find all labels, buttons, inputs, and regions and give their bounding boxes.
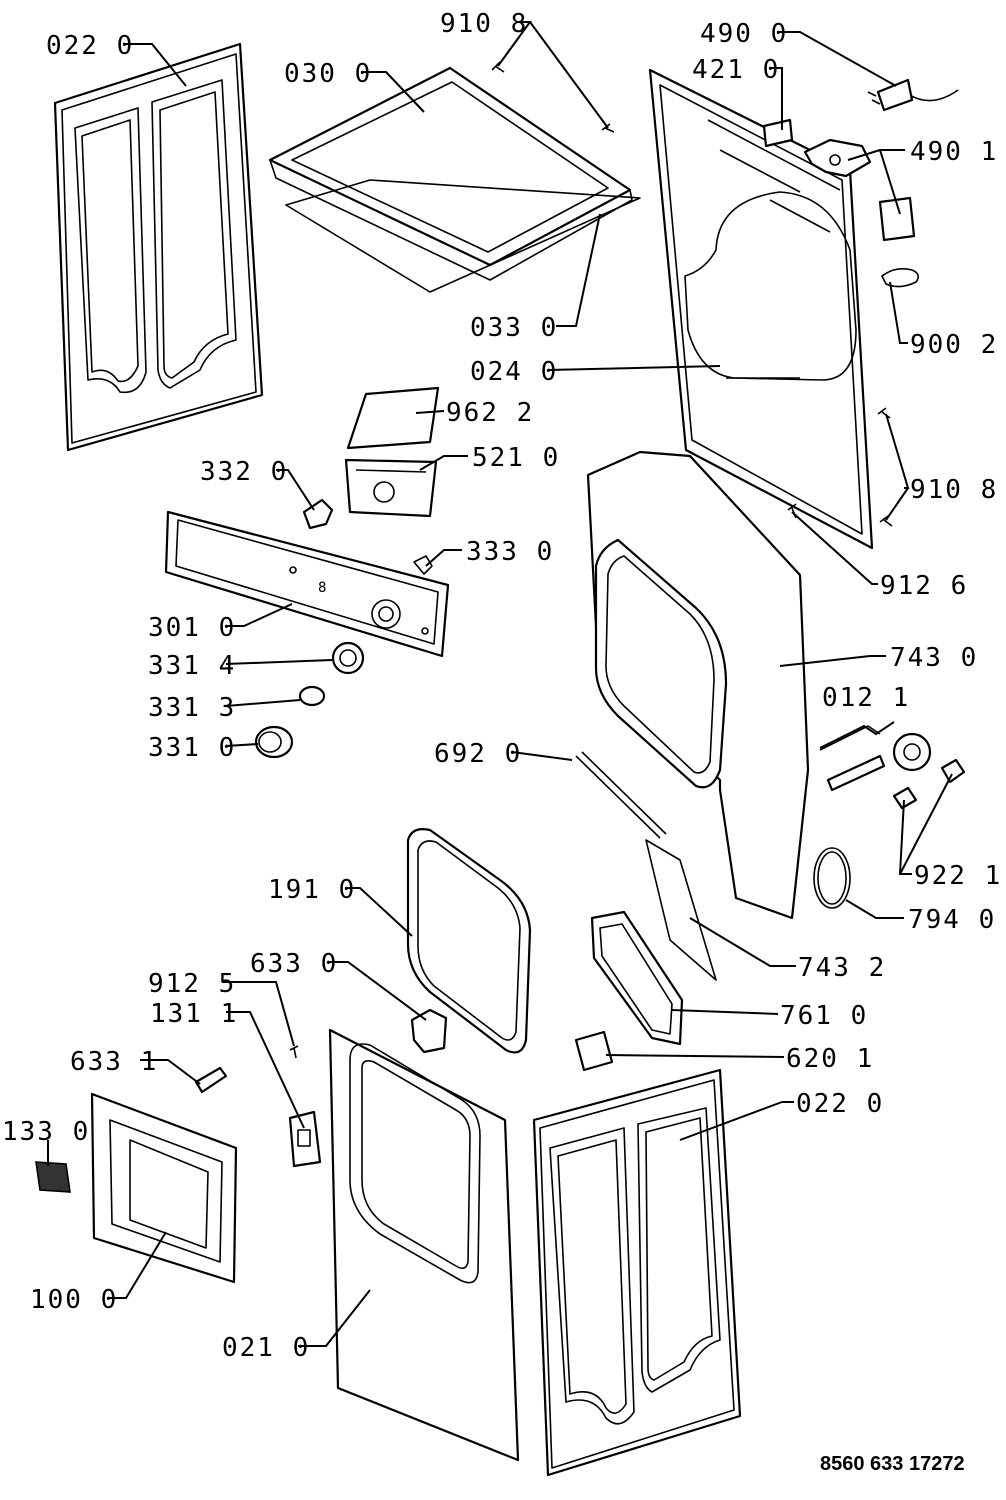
screw-icon [289,1045,299,1059]
cable-clip [881,268,920,288]
power-cord-plug [867,78,959,112]
top-cover [268,66,633,281]
side-panel-right [532,1068,742,1477]
seal-sheet [645,839,717,981]
panel-logo: 8 [318,580,328,596]
cord-clamp [803,138,872,178]
pulley-assembly [819,725,966,810]
label-912-5: 912 5 [148,969,236,999]
wiring-diagram-sheet [346,386,440,450]
electronic-board [344,458,438,518]
label-910-8-top: 910 8 [440,9,528,39]
label-633-0: 633 0 [250,949,338,979]
door-gasket [406,828,532,1054]
label-333-0: 333 0 [466,537,554,567]
side-panel-left [53,42,264,452]
label-331-3: 331 3 [148,693,236,723]
front-panel [328,1028,520,1462]
label-022-0-bottom: 022 0 [796,1089,884,1119]
label-922-1: 922 1 [914,861,1002,891]
document-number: 8560 633 17272 [820,1453,965,1475]
label-421-0: 421 0 [692,55,780,85]
drum-front-assembly [586,450,810,920]
label-033-0: 033 0 [470,313,558,343]
label-plate [878,196,916,242]
label-012-1: 012 1 [822,683,910,713]
label-024-0: 024 0 [470,357,558,387]
connector-block [574,1030,614,1072]
programme-dial [331,641,365,675]
label-490-1: 490 1 [910,137,998,167]
label-743-0: 743 0 [890,643,978,673]
label-743-2: 743 2 [798,953,886,983]
screw-icon [491,61,615,133]
door-lock-part [35,1161,71,1193]
label-331-0: 331 0 [148,733,236,763]
label-131-1: 131 1 [150,999,238,1029]
switch-component [302,498,334,530]
leader-lines [47,21,953,1347]
label-761-0: 761 0 [780,1001,868,1031]
label-191-0: 191 0 [268,875,356,905]
label-021-0: 021 0 [222,1333,310,1363]
label-022-0-top: 022 0 [46,31,134,61]
knob-icon [254,725,294,759]
filter-housing [590,910,684,1046]
label-912-6: 912 6 [880,571,968,601]
label-133-0: 133 0 [2,1117,90,1147]
label-692-0: 692 0 [434,739,522,769]
label-331-4: 331 4 [148,651,236,681]
label-910-8-right: 910 8 [910,475,998,505]
label-301-0: 301 0 [148,613,236,643]
indicator-component [413,555,433,575]
label-521-0: 521 0 [472,443,560,473]
door-strap [575,751,667,839]
label-620-1: 620 1 [786,1044,874,1074]
label-794-0: 794 0 [908,905,996,935]
door-frame [90,1092,238,1284]
door-latch [410,1008,448,1054]
door-switch [288,1110,322,1168]
label-100-0: 100 0 [30,1285,118,1315]
label-633-1: 633 1 [70,1047,158,1077]
label-900-2: 900 2 [910,330,998,360]
label-332-0: 332 0 [200,457,288,487]
drive-belt [813,847,851,909]
control-panel [164,510,450,658]
label-490-0: 490 0 [700,19,788,49]
label-962-2: 962 2 [446,398,534,428]
knob-insert [298,685,326,707]
cover-plate [285,179,641,293]
label-030-0: 030 0 [284,59,372,89]
hinge-pin [194,1066,228,1094]
